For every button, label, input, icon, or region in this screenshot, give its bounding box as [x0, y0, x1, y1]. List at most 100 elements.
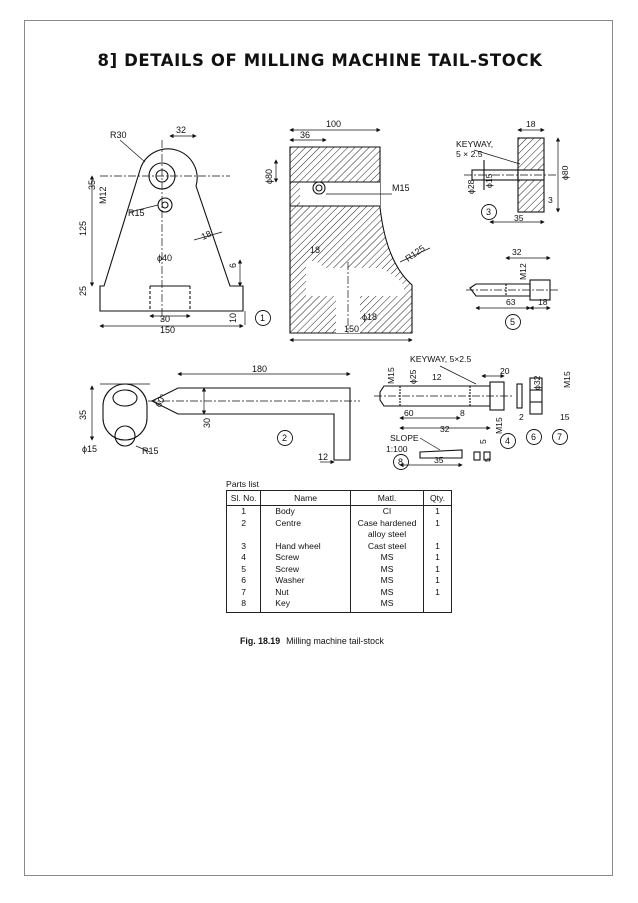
- dim-r15: R15: [128, 208, 145, 218]
- cell-no: 8: [225, 598, 262, 613]
- cell-qty: 1: [423, 575, 452, 587]
- cell-no: 6: [225, 575, 262, 587]
- dim-18b: 18: [310, 245, 320, 255]
- dim-36: 36: [300, 130, 310, 140]
- dim-r125: R125: [403, 243, 426, 264]
- cell-qty: 1: [423, 563, 452, 575]
- cell-matl: MS: [349, 598, 425, 613]
- cell-no: 4: [225, 552, 262, 564]
- balloon-2: 2: [277, 430, 293, 446]
- dim-phi28: ϕ28: [466, 179, 476, 194]
- hand-wheel-labels: KEYWAY, 5 × 2.5 18 ϕ28 ϕ15 ϕ80 3 35: [456, 119, 570, 223]
- centre-labels: 180 60° 35 30 ϕ15 R15 12: [78, 364, 328, 462]
- cell-name: Centre: [260, 517, 351, 529]
- cell-no: 7: [225, 586, 262, 598]
- dim-5a: 5: [478, 439, 488, 444]
- dim-20: 20: [500, 366, 510, 376]
- table-row: 3 Hand wheel Cast steel 1: [225, 540, 452, 552]
- cell-qty: 1: [423, 586, 452, 598]
- body-front-labels: R30 32 M12 35 R15 125 25 ϕ40 18 6 30 150…: [78, 125, 238, 335]
- cell-name: Washer: [260, 575, 351, 587]
- svg-text:3: 3: [486, 207, 491, 217]
- svg-text:8: 8: [398, 457, 403, 467]
- cell-no: 2: [225, 517, 262, 529]
- dim-63: 63: [506, 297, 516, 307]
- dim-35: 35: [87, 180, 97, 190]
- svg-text:6: 6: [531, 432, 536, 442]
- screw-5-view: [466, 255, 558, 311]
- cell-no: 3: [225, 540, 262, 552]
- body-front-view: [89, 133, 246, 329]
- centre-view: [89, 371, 360, 465]
- cell-name: Nut: [260, 586, 351, 598]
- balloon-7: 7: [552, 429, 568, 445]
- dim-phi32: ϕ32: [532, 375, 542, 390]
- dim-3: 3: [548, 195, 553, 205]
- dim-phi25: ϕ25: [408, 369, 418, 384]
- balloon-4: 4: [500, 433, 516, 449]
- dim-25: 25: [78, 286, 88, 296]
- balloon-8: 8: [393, 454, 409, 470]
- cell-qty: 1: [423, 505, 452, 518]
- dim-5b: 5: [485, 458, 492, 462]
- dim-phi80b: ϕ80: [560, 165, 570, 180]
- dim-2: 2: [519, 412, 524, 422]
- cell-qty: 1: [423, 552, 452, 564]
- parts-list-caption: Parts list: [226, 479, 259, 489]
- dim-m15c: M15: [562, 371, 572, 388]
- dim-32b: 32: [512, 247, 522, 257]
- dim-phi80: ϕ80: [264, 169, 274, 184]
- dim-15: 15: [560, 412, 570, 422]
- balloon-1: 1: [255, 310, 271, 326]
- cell-qty: [423, 598, 452, 613]
- cell-matl: MS: [349, 552, 425, 564]
- cell-name: Screw: [260, 552, 351, 564]
- dim-r30: R30: [110, 130, 127, 140]
- dim-slope-ratio: 1:100: [386, 444, 408, 454]
- cell-no: 1: [225, 505, 262, 518]
- dim-32: 32: [176, 125, 186, 135]
- parts-table: Sl. No. Name Matl. Qty. 1 Body CI 1 2 Ce…: [225, 490, 452, 613]
- screw-4-view: [374, 365, 543, 468]
- parts-list: Parts list Sl. No. Name Matl. Qty. 1 Bod…: [225, 479, 452, 613]
- cell-matl: MS: [349, 586, 425, 598]
- dim-phi15: ϕ15: [484, 173, 494, 188]
- svg-text:4: 4: [505, 436, 510, 446]
- page-title: 8] DETAILS OF MILLING MACHINE TAIL-STOCK: [97, 51, 543, 70]
- cell-matl: MS: [349, 575, 425, 587]
- table-row: 5 Screw MS 1: [225, 563, 452, 575]
- dim-30b: 30: [202, 418, 212, 428]
- table-row: 7 Nut MS 1: [225, 586, 452, 598]
- balloon-5: 5: [505, 314, 521, 330]
- screw-5-labels: 32 M12 63 18: [506, 247, 548, 307]
- dim-35c: 35: [78, 410, 88, 420]
- cell-matl: Case hardened: [349, 517, 425, 529]
- header-matl: Matl.: [349, 490, 425, 506]
- dim-35d: 35: [434, 455, 444, 465]
- dim-12a: 12: [318, 452, 328, 462]
- dim-keyway: KEYWAY,: [456, 139, 493, 149]
- parts-table-header: Sl. No. Name Matl. Qty.: [225, 490, 452, 506]
- cell-no: 5: [225, 563, 262, 575]
- cell-qty: 1: [423, 540, 452, 552]
- table-row: 4 Screw MS 1: [225, 552, 452, 564]
- dim-150: 150: [160, 325, 175, 335]
- header-qty: Qty.: [423, 490, 452, 506]
- dim-180: 180: [252, 364, 267, 374]
- dim-60b: 60: [404, 408, 414, 418]
- dim-m12: M12: [98, 186, 108, 204]
- svg-text:2: 2: [282, 433, 287, 443]
- dim-m15d: M15: [494, 417, 504, 434]
- header-sl-no: Sl. No.: [225, 490, 262, 506]
- dim-125: 125: [78, 221, 88, 236]
- page-frame: [24, 20, 613, 876]
- dim-32c: 32: [440, 424, 450, 434]
- svg-text:7: 7: [557, 432, 562, 442]
- cell-matl: MS: [349, 563, 425, 575]
- cell-matl-line2: alloy steel: [349, 529, 425, 541]
- dim-m15b: M15: [386, 367, 396, 384]
- dim-18c: 18: [526, 119, 536, 129]
- cell-name: Hand wheel: [260, 540, 351, 552]
- dim-phi18: ϕ18: [362, 312, 377, 322]
- dim-m12b: M12: [518, 263, 528, 280]
